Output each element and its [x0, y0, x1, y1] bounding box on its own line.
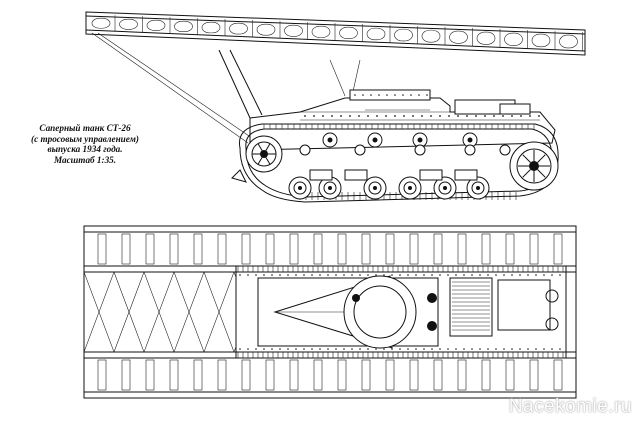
caption-line-scale: Масштаб 1:35. — [53, 154, 117, 165]
support-cables — [91, 32, 361, 144]
caption-line-year: выпуска 1934 года. — [47, 144, 123, 155]
rear-idler — [245, 135, 283, 173]
side-view — [85, 11, 586, 203]
hull-side — [249, 89, 556, 151]
tow-hook — [231, 169, 247, 183]
drive-sprocket — [509, 141, 559, 191]
drawing-caption: Саперный танк СТ-26 (с тросовым управлен… — [26, 123, 144, 165]
hull-top — [235, 271, 567, 353]
wheels — [288, 144, 511, 200]
caption-line-subtitle: (с тросовым управлением) — [31, 133, 139, 144]
caption-line-title: Саперный танк СТ-26 — [39, 123, 131, 133]
top-view — [83, 225, 577, 399]
site-watermark: Nacekomie.ru — [508, 396, 632, 417]
bridge-girder — [85, 11, 586, 56]
